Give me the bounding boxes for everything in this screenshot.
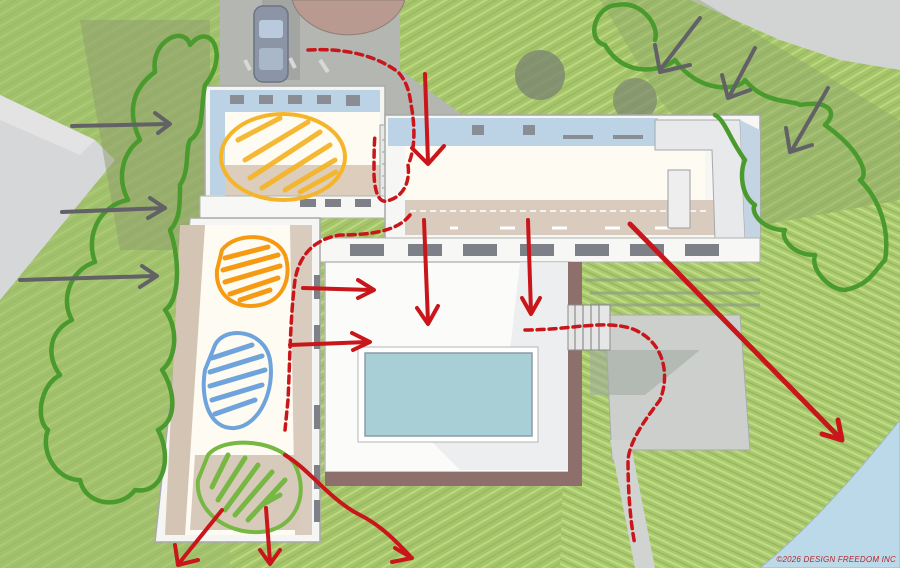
parked-car (253, 5, 289, 83)
west-to-courtyard-arrow-1 (301, 278, 376, 300)
dashed-paths (283, 47, 667, 547)
red-arrows (173, 72, 845, 567)
courtyard-arrow-1 (415, 218, 440, 326)
west-wing-zone-3 (195, 440, 303, 535)
courtyard-coping-south (325, 472, 580, 486)
facade-windows (300, 199, 371, 207)
west-arrow-3 (18, 264, 159, 289)
tree (613, 78, 657, 122)
west-arrow-1 (70, 111, 172, 135)
entry-arrow (410, 72, 446, 166)
pond (759, 419, 900, 568)
zone-bubbles (195, 112, 347, 535)
east-wing-floor (405, 146, 705, 201)
courtyard-arrow-2 (520, 218, 542, 316)
west-wing-terrace (190, 455, 300, 530)
shade-sail (590, 350, 700, 395)
northeast-arrow-3 (784, 86, 830, 154)
west-corridor-dashed-path (283, 213, 412, 432)
brick-roundabout (291, 0, 406, 36)
glass-clerestory (210, 90, 380, 195)
west-tree-band (80, 20, 210, 250)
entry-dashed-path (306, 47, 416, 203)
west-wing-zone-2 (201, 331, 273, 431)
south-arrow-3 (283, 453, 414, 564)
west-wing-edge-tan (165, 225, 205, 535)
northeast-arrow-2 (720, 46, 757, 100)
northeast-tree-buffer (592, 2, 889, 293)
pergola-slats (585, 278, 760, 307)
west-arrow-2 (60, 196, 167, 220)
west-wing-zone-1 (214, 235, 290, 308)
northeast-paving (690, 0, 900, 70)
copyright-text: ©2026 DESIGN FREEDOM INC (776, 555, 896, 564)
northeast-arrow-1 (653, 16, 702, 74)
parking-stripes (243, 57, 330, 74)
garden-walkway (610, 440, 655, 568)
skylight-windows (230, 95, 360, 106)
swimming-pool (364, 352, 533, 437)
gray-arrows (18, 16, 830, 289)
kitchen-island (667, 169, 691, 229)
south-arrow-1 (173, 508, 224, 567)
yard-view-arrow (627, 221, 845, 443)
neighbor-roof-edge (0, 95, 95, 155)
south-arrow-2 (258, 506, 282, 566)
tree (515, 50, 565, 100)
east-wing-skylights (472, 125, 643, 139)
upper-wing-zone (219, 112, 347, 202)
garden-dashed-path (523, 323, 667, 547)
tree-buffer-annotations (38, 2, 889, 505)
west-to-courtyard-arrow-2 (288, 331, 372, 352)
west-tree-buffer (38, 33, 219, 505)
courtyard-coping-east (568, 262, 582, 486)
